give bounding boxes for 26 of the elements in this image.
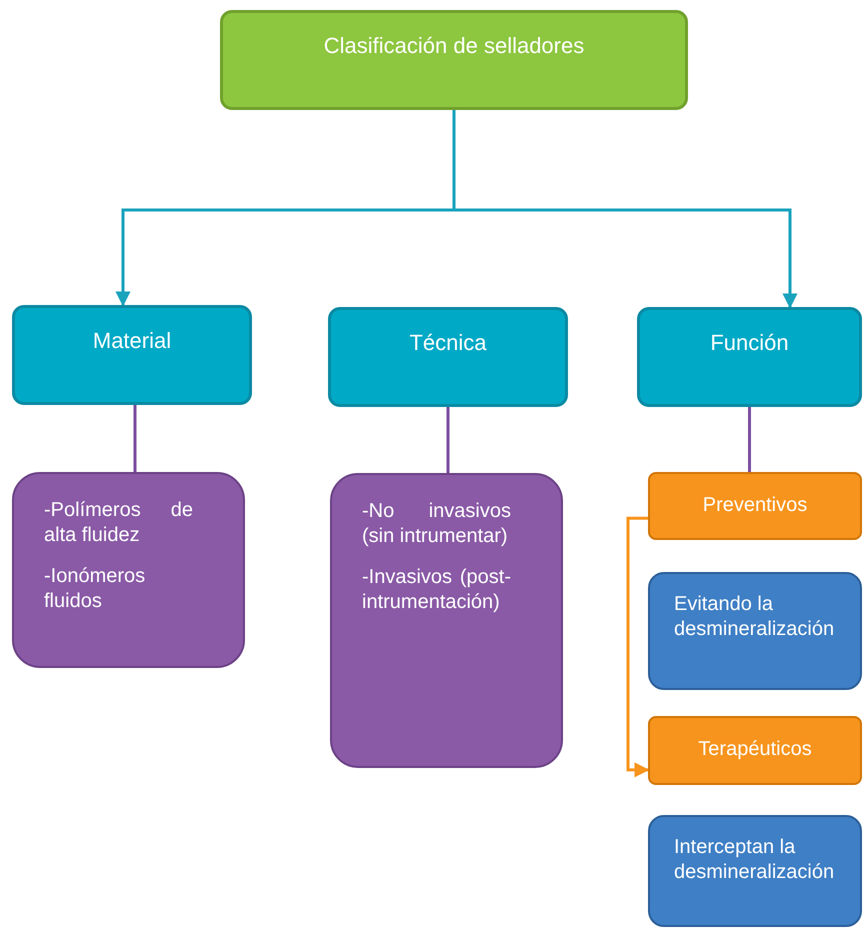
category-box (637, 307, 862, 407)
node-text: Preventivos (702, 493, 808, 518)
function-box (648, 472, 862, 540)
list-box (330, 473, 563, 768)
connector-line (748, 407, 751, 472)
node-text: Técnica (409, 329, 487, 357)
node-text: Evitando la desmineralización (674, 592, 836, 642)
connector-line (446, 407, 450, 473)
node-text: -Ionómeros fluidos (44, 564, 146, 614)
list-box (12, 472, 245, 668)
detail-box (648, 572, 862, 690)
category-box (328, 307, 568, 407)
function-box (648, 716, 862, 785)
node-text: Clasificación de selladores (324, 32, 584, 60)
title-box (220, 10, 688, 110)
connector-line (134, 405, 136, 472)
node-text: -No invasivos (sin intrumentar) (362, 499, 511, 549)
node-text: Material (92, 327, 172, 355)
node-text: Función (710, 329, 789, 357)
connector-line (626, 516, 650, 778)
node-text: -Invasivos (post-intrumentación) (362, 565, 511, 615)
category-box (12, 305, 252, 405)
node-text: -Polímeros de alta fluidez (44, 498, 193, 548)
detail-box (648, 815, 862, 927)
node-text: Interceptan la desmineralización (674, 835, 836, 885)
node-text: Terapéuticos (698, 737, 812, 762)
